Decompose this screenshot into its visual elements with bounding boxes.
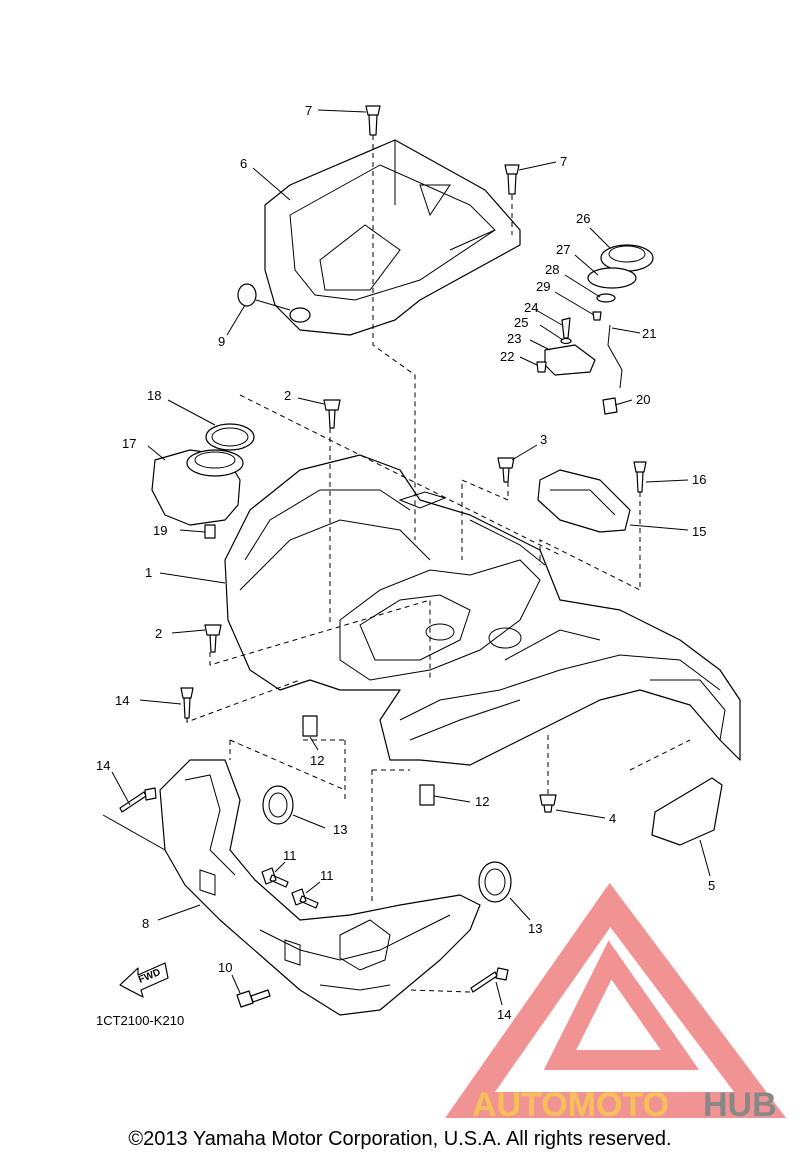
callout-29: 29	[536, 279, 550, 294]
callout-11b: 11	[320, 868, 334, 883]
callout-13a: 13	[333, 822, 347, 837]
callout-14a: 14	[115, 693, 129, 708]
part-9-cap	[237, 283, 257, 307]
callout-2b: 2	[155, 626, 162, 641]
small-screws	[119, 787, 509, 1008]
part-1-front-fender	[224, 454, 741, 766]
fuel-cap-parts	[587, 244, 654, 415]
callout-13b: 13	[528, 921, 542, 936]
callout-21: 21	[642, 326, 656, 341]
callout-24: 24	[524, 300, 538, 315]
part-13-grommets	[262, 785, 512, 903]
watermark-text-right: HUB	[703, 1086, 777, 1124]
part-6-front-cover	[264, 139, 521, 336]
callout-3: 3	[540, 432, 547, 447]
callout-14b: 14	[96, 758, 110, 773]
callout-27: 27	[556, 242, 570, 257]
callout-11a: 11	[283, 848, 297, 863]
callout-20: 20	[636, 392, 650, 407]
part-15-bracket	[537, 461, 647, 533]
part-8-front-guard	[159, 759, 481, 1016]
copyright-notice: ©2013 Yamaha Motor Corporation, U.S.A. A…	[128, 1128, 672, 1150]
watermark-logo: AUTOMOTO HUB	[445, 882, 786, 1124]
part-5-panel	[651, 777, 723, 846]
fwd-arrow-icon: FWD	[119, 962, 169, 998]
callout-26: 26	[576, 211, 590, 226]
callout-18: 18	[147, 388, 161, 403]
callout-4: 4	[609, 811, 616, 826]
callout-17: 17	[122, 436, 136, 451]
callout-25: 25	[514, 315, 528, 330]
diagram-code: 1CT2100-K210	[96, 1013, 184, 1028]
callout-19: 19	[153, 523, 167, 538]
leader-lines	[102, 109, 711, 1006]
callout-2a: 2	[284, 388, 291, 403]
callout-16: 16	[692, 472, 706, 487]
watermark-text-left: AUTOMOTO	[472, 1086, 669, 1124]
callout-12a: 12	[310, 753, 324, 768]
callout-7b: 7	[560, 154, 567, 169]
callout-14c: 14	[497, 1007, 511, 1022]
part-17-tank	[151, 423, 255, 539]
part-7-screws	[365, 105, 520, 195]
callout-6: 6	[240, 156, 247, 171]
callout-15: 15	[692, 524, 706, 539]
callout-9: 9	[218, 334, 225, 349]
callout-28: 28	[545, 262, 559, 277]
callout-8: 8	[142, 916, 149, 931]
callout-1: 1	[145, 565, 152, 580]
callout-23: 23	[507, 331, 521, 346]
callout-12b: 12	[475, 794, 489, 809]
callout-5: 5	[708, 878, 715, 893]
callout-numbers: 7 7 6 9 26 27 28 29 24 25 21 23 22 20 2 …	[96, 103, 715, 1022]
bolts	[180, 399, 557, 813]
fuel-bracket-parts	[536, 317, 596, 376]
callout-7a: 7	[305, 103, 312, 118]
callout-10: 10	[218, 960, 232, 975]
part-12-clips	[302, 715, 435, 806]
callout-22: 22	[500, 349, 514, 364]
assembly-lines	[186, 135, 691, 993]
